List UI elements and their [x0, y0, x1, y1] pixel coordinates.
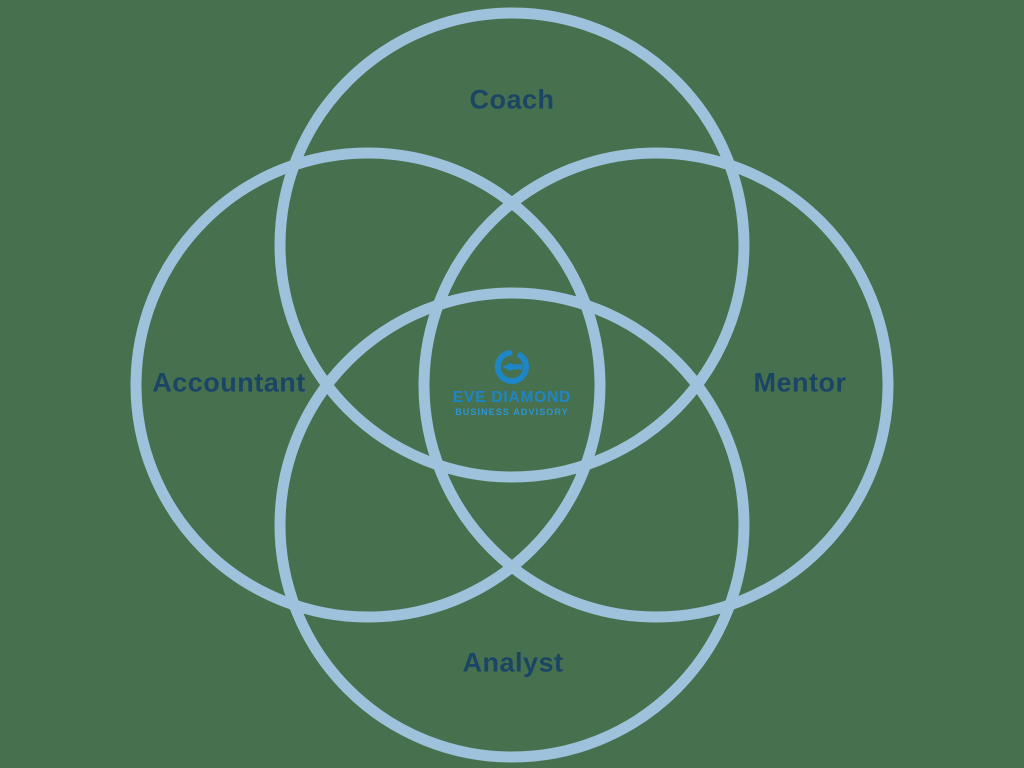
ring-coach — [274, 7, 750, 483]
ring-accountant — [130, 147, 606, 623]
label-analyst: Analyst — [462, 647, 564, 678]
label-coach: Coach — [469, 84, 555, 115]
ring-analyst — [274, 287, 750, 763]
logo-tagline: BUSINESS ADVISORY — [455, 407, 569, 418]
eve-diamond-ring-icon — [494, 350, 530, 384]
label-mentor: Mentor — [753, 367, 847, 398]
ring-mentor — [418, 147, 894, 623]
label-accountant: Accountant — [152, 367, 306, 398]
logo-wordmark: EVE DIAMOND — [452, 388, 572, 406]
center-logo: EVE DIAMOND BUSINESS ADVISORY — [453, 347, 571, 417]
